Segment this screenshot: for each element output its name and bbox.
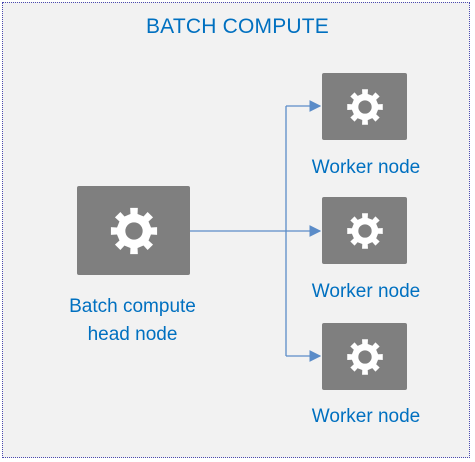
gear-shape	[346, 212, 383, 249]
diagram-title: BATCH COMPUTE	[145, 15, 330, 38]
gear-icon	[346, 338, 383, 375]
gear-icon	[346, 88, 383, 125]
worker-node-label-3: Worker node	[311, 406, 421, 427]
worker-node-box-2	[322, 197, 407, 264]
head-node-label-line1: Batch compute	[69, 296, 196, 317]
worker-node-box-1	[322, 73, 407, 140]
worker-node-label-1: Worker node	[311, 157, 421, 178]
gear-icon	[110, 207, 157, 254]
gear-shape	[110, 207, 157, 254]
head-node-label-line2: head node	[87, 324, 178, 345]
head-node-box	[77, 186, 190, 275]
gear-shape	[346, 88, 383, 125]
worker-node-box-3	[322, 323, 407, 390]
worker-node-label-2: Worker node	[311, 281, 421, 302]
gear-icon	[346, 212, 383, 249]
gear-shape	[346, 338, 383, 375]
